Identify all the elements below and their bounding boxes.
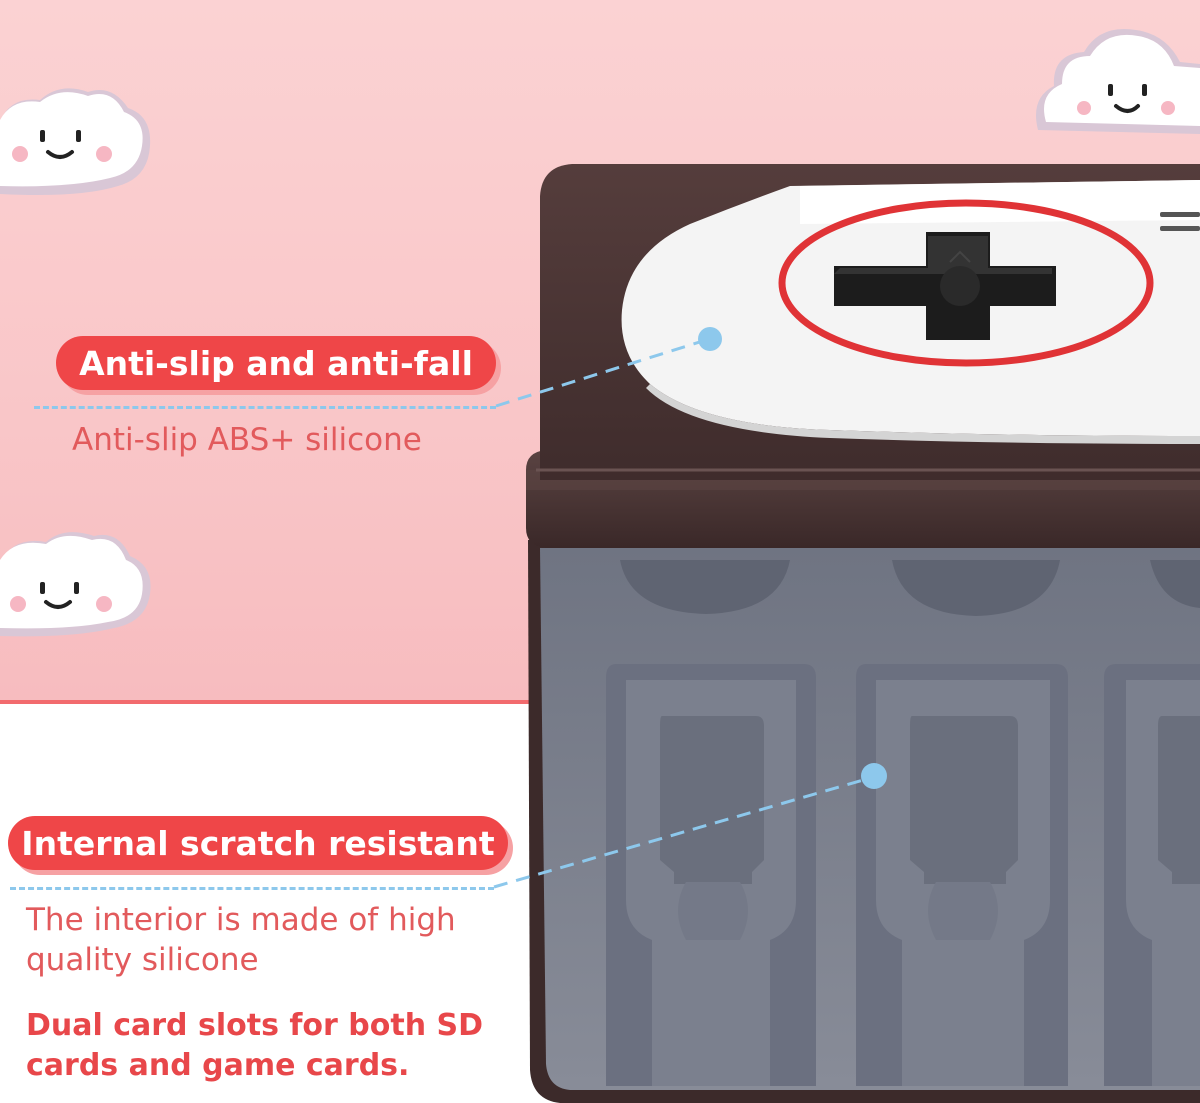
cloud-face-icon: [0, 532, 151, 637]
callout-leader-line: [10, 887, 494, 890]
description-line: quality silicone: [26, 942, 259, 978]
scratch-resistant-title: Internal scratch resistant: [21, 823, 495, 863]
anti-slip-title-badge: Anti-slip and anti-fall: [56, 336, 496, 390]
card-slot: [606, 664, 816, 1086]
cloud-face-icon: [0, 88, 151, 195]
callout-dot-icon: [698, 327, 722, 351]
description-line: The interior is made of high: [26, 902, 456, 938]
note-line: cards and game cards.: [26, 1048, 410, 1083]
scratch-resistant-description: The interior is made of high quality sil…: [26, 900, 506, 980]
cloud-face-icon: [1036, 28, 1200, 134]
scratch-resistant-title-badge: Internal scratch resistant: [8, 816, 508, 870]
card-slot: [856, 664, 1068, 1086]
anti-slip-description: Anti-slip ABS+ silicone: [72, 422, 422, 458]
anti-slip-title: Anti-slip and anti-fall: [79, 343, 473, 383]
note-line: Dual card slots for both SD: [26, 1008, 484, 1043]
dual-card-slots-note: Dual card slots for both SD cards and ga…: [26, 1006, 506, 1086]
d-pad-icon: [834, 232, 1056, 340]
callout-leader-line: [34, 406, 496, 409]
card-slot: [1104, 664, 1200, 1086]
callout-dot-icon: [861, 763, 887, 789]
